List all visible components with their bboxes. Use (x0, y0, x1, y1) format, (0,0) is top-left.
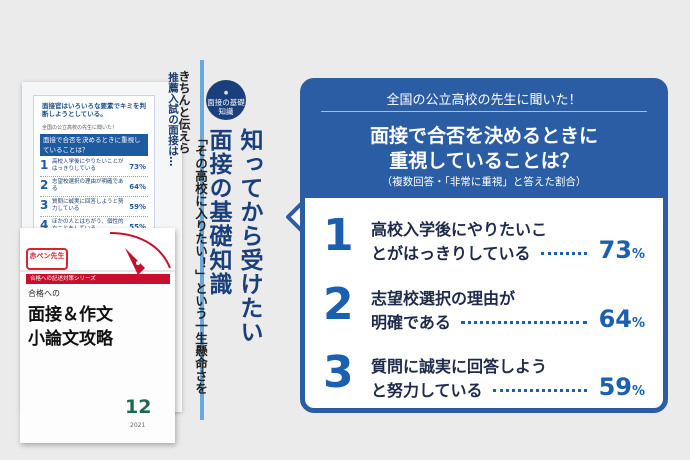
headline-2: 面接の基礎知識 (205, 128, 231, 296)
cover-title-line1: 面接＆作文 (28, 305, 113, 325)
item-value: 64 (598, 305, 632, 333)
item-text-line1: 高校入学後にやりたいこ (371, 220, 548, 239)
survey-panel: 全国の公立高校の先生に聞いた！ 面接で合否を決めるときに 重視していることは？ … (300, 78, 668, 413)
mini-text: 志望校選択の理由が明確である (52, 179, 124, 192)
rank-number: 3 (323, 347, 354, 398)
badge-icon: ● (223, 90, 229, 96)
column-quote-text: 「その高校に入りたい！」という一生懸命さを (193, 132, 208, 395)
mini-rank: 1 (40, 158, 49, 172)
survey-item: 1 高校入学後にやりたいこ とがはっきりしている 73% (323, 208, 645, 270)
series-label: 合格への記述対策シリーズ (26, 274, 170, 284)
mini-survey-panel: 面接官はいろいろな要素でキミを判断しようとしている。 全国の公立高校の先生に聞い… (33, 95, 155, 247)
survey-note: （複数回答・「非常に重視」と答えた割合） (381, 176, 587, 188)
item-text-line2: と努力している (371, 381, 483, 400)
mini-rank: 2 (40, 178, 49, 192)
column-quote: きちんと伝えら (176, 70, 192, 154)
mini-item: 2 志望校選択の理由が明確である 64% (40, 178, 148, 197)
survey-header: 全国の公立高校の先生に聞いた！ 面接で合否を決めるときに 重視していることは？ … (305, 83, 663, 198)
page-accent-bar (200, 60, 204, 420)
mini-source: 全国の公立高校の先生に聞いた！ (42, 125, 118, 131)
item-unit: % (631, 316, 645, 331)
rank-number: 1 (323, 210, 354, 261)
cover-kicker: 合格への (28, 289, 60, 298)
item-percent: 73% (599, 236, 645, 264)
item-percent: 64% (599, 305, 645, 333)
item-text-line2: とがはっきりしている (371, 244, 531, 263)
item-percent: 59% (599, 373, 645, 401)
headline-1-text: 知ってから受けたい (236, 128, 262, 344)
mini-percent: 73% (129, 163, 146, 171)
book-cover: 赤ペン先生 合格への記述対策シリーズ 合格への 面接＆作文 小論文攻略 12 2… (20, 228, 175, 443)
mini-percent: 59% (129, 203, 146, 211)
item-unit: % (631, 384, 645, 399)
mini-header: 面接官はいろいろな要素でキミを判断しようとしている。 (42, 102, 146, 118)
leader-dots (541, 252, 587, 255)
item-value: 73 (598, 236, 632, 264)
item-text-line1: 志望校選択の理由が (371, 289, 516, 308)
mini-item: 3 質問に誠実に回答しようと努力している 59% (40, 198, 148, 217)
pen-nib-icon (109, 232, 171, 275)
issue-year: 2021 (130, 422, 146, 429)
headline-2-text: 面接の基礎知識 (205, 128, 231, 296)
column-quote-main: 「その高校に入りたい！」という一生懸命さを (192, 132, 208, 395)
mini-rank: 3 (40, 198, 49, 212)
survey-question-line1: 面接で合否を決めるときに (369, 125, 598, 147)
item-value: 59 (598, 373, 632, 401)
survey-source: 全国の公立高校の先生に聞いた！ (386, 93, 582, 108)
mini-rank: 4 (40, 218, 49, 232)
survey-item: 2 志望校選択の理由が 明確である 64% (323, 277, 645, 339)
survey-question-line2: 重視していることは？ (389, 150, 579, 172)
column-lead-text: 推薦入試の面接は… (167, 72, 179, 167)
leader-dots (461, 321, 587, 324)
cover-title-line2: 小論文攻略 (28, 329, 113, 349)
mini-item: 1 高校入学後にやりたいことがはっきりしている 73% (40, 158, 148, 177)
headline-1: 知ってから受けたい (236, 128, 262, 344)
badge: ● 面接の基礎知識 (206, 80, 246, 120)
item-unit: % (631, 247, 645, 262)
column-phrase-text: きちんと伝えら (177, 70, 191, 154)
column-lead: 推薦入試の面接は… (166, 72, 180, 167)
mini-text: 高校入学後にやりたいことがはっきりしている (52, 159, 124, 172)
leader-dots (493, 389, 587, 392)
mini-question: 面接で合否を決めるときに重視していることは？ (40, 134, 148, 156)
brand-logo: 赤ペン先生 (26, 248, 68, 270)
mini-percent: 55% (129, 223, 146, 231)
item-text-line2: 明確である (371, 313, 451, 332)
mini-percent: 64% (129, 183, 146, 191)
item-text-line1: 質問に誠実に回答しよう (371, 357, 548, 376)
mini-text: 質問に誠実に回答しようと努力している (52, 199, 124, 212)
header-divider (321, 111, 647, 112)
rank-number: 2 (323, 279, 354, 330)
issue-number: 12 (125, 396, 152, 418)
survey-item: 3 質問に誠実に回答しよう と努力している 59% (323, 345, 645, 407)
badge-label: 面接の基礎知識 (207, 98, 245, 116)
